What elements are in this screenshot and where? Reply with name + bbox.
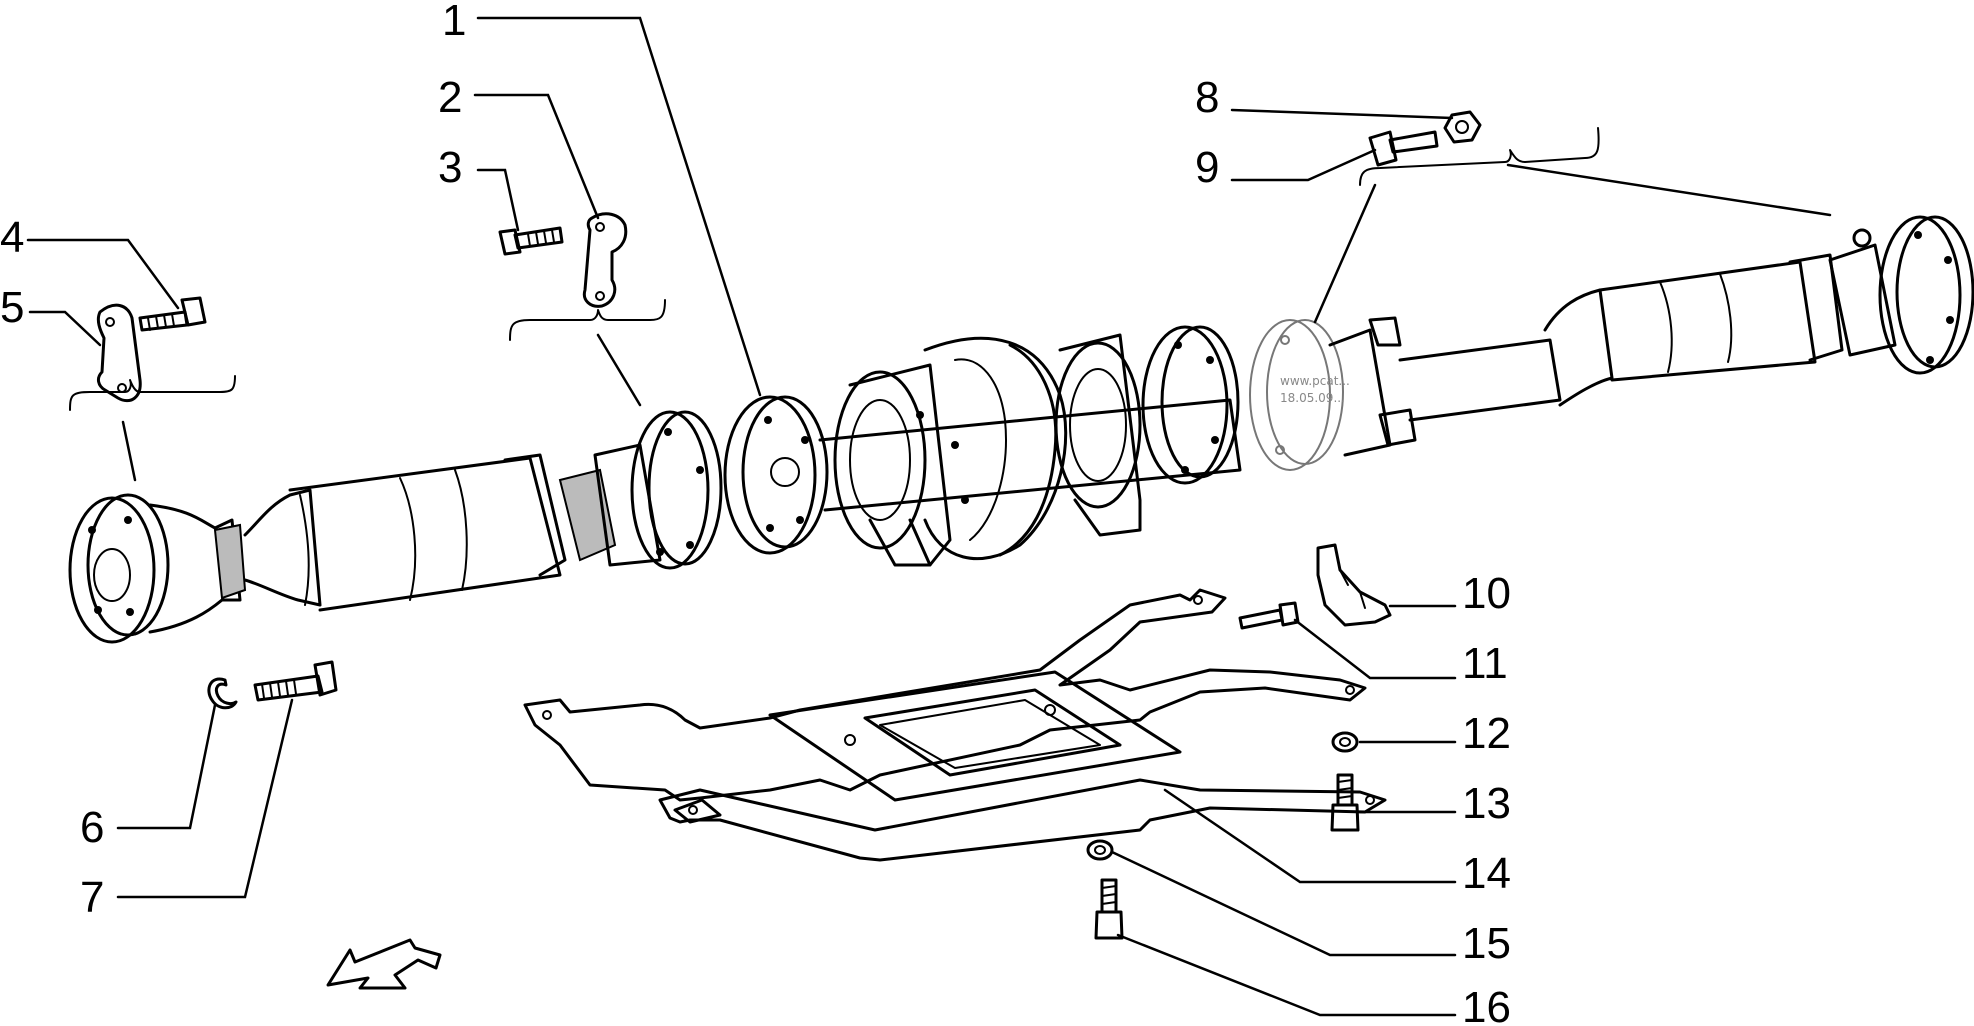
callout-9: 9 (1195, 143, 1219, 192)
callout-1: 1 (442, 0, 466, 45)
callout-16: 16 (1462, 983, 1511, 1026)
part-9-bolt (1368, 130, 1439, 167)
direction-arrow-icon (326, 938, 442, 990)
part-13-bolt (1330, 773, 1360, 832)
callout-13: 13 (1462, 779, 1511, 828)
callout-2: 2 (438, 73, 462, 122)
callout-11: 11 (1462, 639, 1508, 688)
callout-14: 14 (1462, 849, 1511, 898)
callout-3: 3 (438, 143, 462, 192)
part-4-bolt (138, 296, 207, 332)
callout-15: 15 (1462, 919, 1511, 968)
front-propeller-shaft (68, 410, 723, 644)
part-8-nut (1443, 110, 1482, 144)
watermark-line-1: www.pcat... (1280, 374, 1350, 388)
callout-10: 10 (1462, 569, 1511, 618)
part-7-bolt (253, 660, 338, 702)
part-6-washer (207, 677, 238, 710)
part-11-stud (1238, 601, 1300, 630)
callout-5: 5 (0, 283, 24, 332)
part-5-clamp (96, 303, 142, 403)
callout-8: 8 (1195, 73, 1219, 122)
watermark-line-2: 18.05.09... (1280, 391, 1345, 405)
part-10-bracket (1316, 543, 1392, 627)
part-3-bolt (498, 226, 564, 256)
callout-4: 4 (0, 213, 24, 262)
part-12-nut (1331, 731, 1359, 753)
callout-labels: 1 2 3 4 5 6 7 8 9 10 11 12 13 14 15 16 (0, 0, 1511, 1026)
leader-lines (26, 16, 1832, 1017)
callout-7: 7 (80, 873, 104, 922)
center-bearing-assembly (723, 325, 1242, 567)
part-16-bolt (1094, 878, 1124, 940)
part-2-clamp (582, 212, 628, 308)
callout-12: 12 (1462, 709, 1511, 758)
part-15-nut (1086, 839, 1114, 861)
part-14-crossmember (523, 588, 1387, 862)
callout-6: 6 (80, 803, 104, 852)
rear-propeller-shaft (1249, 215, 1974, 471)
